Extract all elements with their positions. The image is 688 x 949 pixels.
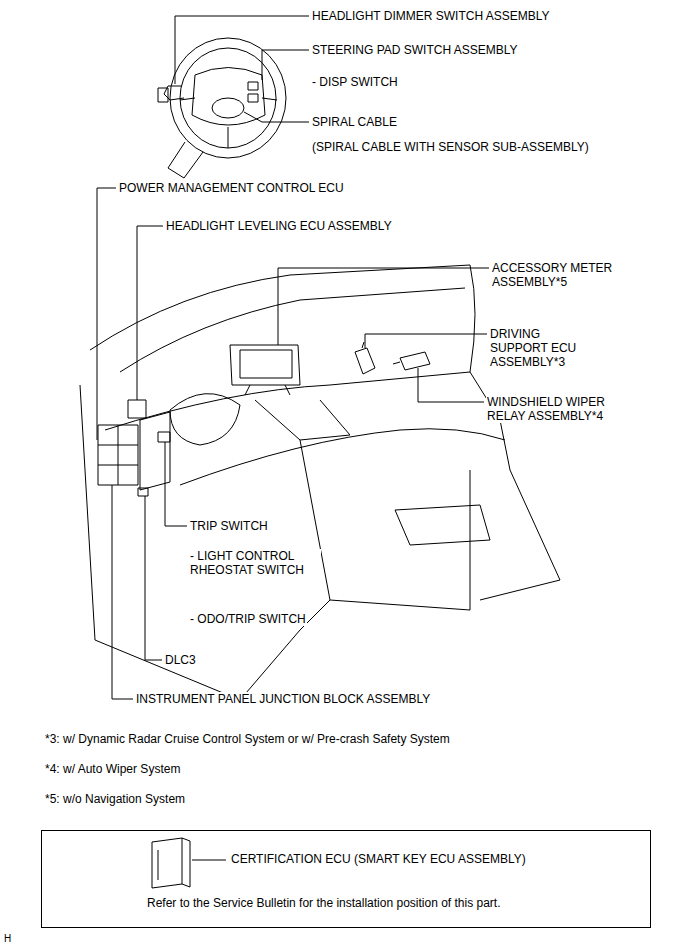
leader-line: [137, 226, 163, 400]
leader-line: [112, 485, 133, 699]
leader-line: [244, 112, 309, 122]
dash-lower: [180, 429, 505, 485]
steering-pad-switch: [248, 82, 258, 102]
steering-pad: [192, 68, 265, 126]
steering-wheel-rim: [170, 38, 286, 158]
part-label: TRIP SWITCH: [189, 519, 269, 533]
leader-line: [262, 50, 309, 80]
part-label: DLC3: [164, 653, 197, 667]
junction-block: [98, 425, 138, 485]
leader-line: [175, 16, 309, 84]
leader-line: [418, 368, 484, 402]
part-label: STEERING PAD SWITCH ASSEMBLY: [311, 43, 519, 57]
console: [300, 440, 470, 610]
part-label: SPIRAL CABLE: [311, 115, 398, 129]
dlc3: [138, 488, 148, 496]
dash-top: [105, 372, 470, 430]
part-label: ACCESSORY METER ASSEMBLY*5: [491, 261, 628, 289]
accessory-meter: [230, 345, 300, 395]
part-name: CERTIFICATION ECU (SMART KEY ECU ASSEMBL…: [230, 852, 527, 866]
leader-line: [365, 334, 487, 348]
part-label: - DISP SWITCH: [311, 75, 399, 89]
leader-line: [165, 442, 187, 526]
left-door: [80, 385, 240, 700]
certification-ecu-icon: [152, 838, 190, 888]
a-pillar: [470, 265, 475, 372]
leader-line: [145, 496, 162, 660]
steering-wheel-dash: [170, 394, 240, 445]
footnote: *5: w/o Navigation System: [44, 792, 186, 806]
center-stack: [255, 400, 350, 440]
part-label: HEADLIGHT DIMMER SWITCH ASSEMBLY: [311, 9, 551, 23]
passenger-door: [480, 470, 560, 600]
leader-line: [278, 268, 489, 345]
footnote: *3: w/ Dynamic Radar Cruise Control Syst…: [44, 732, 451, 746]
figure-code: H: [3, 932, 12, 946]
windshield-frame: [90, 265, 470, 350]
leader-line: [97, 188, 116, 440]
part-label: DRIVING SUPPORT ECU ASSEMBLY*3: [489, 327, 601, 369]
wiper-relay: [393, 352, 430, 370]
part-label: POWER MANAGEMENT CONTROL ECU: [118, 181, 345, 195]
steering-spoke: [180, 98, 277, 148]
part-label: INSTRUMENT PANEL JUNCTION BLOCK ASSEMBLY: [135, 692, 431, 706]
leader-line: [192, 860, 226, 861]
part-label: HEADLIGHT LEVELING ECU ASSEMBLY: [165, 219, 393, 233]
steering-column: [168, 142, 203, 178]
spiral-cable: [212, 98, 244, 118]
trip-switch: [158, 432, 170, 442]
part-label: (SPIRAL CABLE WITH SENSOR SUB-ASSEMBLY): [311, 140, 590, 154]
note-text: Refer to the Service Bulletin for the in…: [146, 896, 502, 910]
info-box: CERTIFICATION ECU (SMART KEY ECU ASSEMBL…: [41, 830, 651, 928]
part-label: - ODO/TRIP SWITCH: [189, 612, 307, 626]
armrest: [395, 505, 490, 545]
part-label: WINDSHIELD WIPER RELAY ASSEMBLY*4: [486, 395, 613, 423]
footnote: *4: w/ Auto Wiper System: [44, 762, 181, 776]
dimmer-switch: [158, 86, 184, 102]
leveling-ecu: [128, 400, 146, 418]
part-label: - LIGHT CONTROL RHEOSTAT SWITCH: [189, 549, 321, 577]
